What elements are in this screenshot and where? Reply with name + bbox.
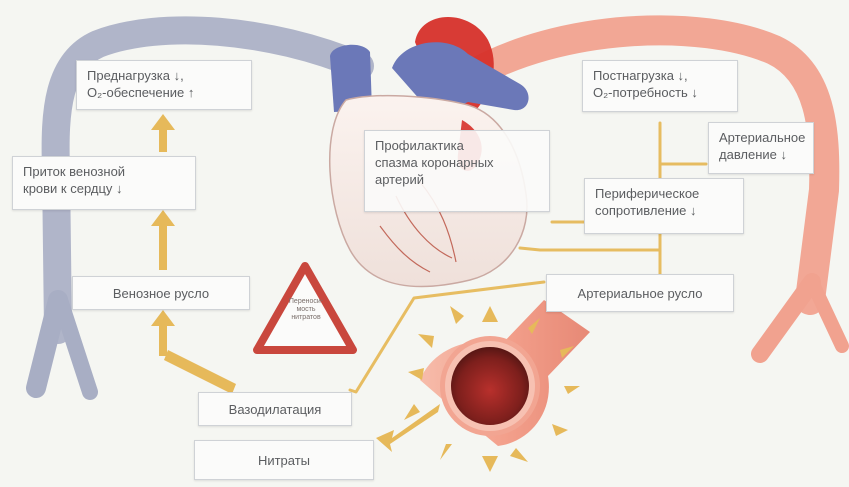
ray-left-lower xyxy=(404,404,420,420)
box-venous-return: Приток венозной крови к сердцу ↓ xyxy=(12,156,196,210)
arrow-to-vasodilation xyxy=(376,404,440,452)
venous-loop-branch xyxy=(36,300,58,388)
arrow-shaft-left-2 xyxy=(159,226,167,270)
ray-right-lower xyxy=(552,424,568,436)
box-peripheral-resistance: Периферическое сопротивление ↓ xyxy=(584,178,744,234)
ray-down-right xyxy=(510,448,528,462)
warning-triangle-label: Переноси- мость нитратов xyxy=(280,298,332,322)
venous-loop-branch-2 xyxy=(60,300,90,392)
ray-down-left xyxy=(440,444,452,460)
arrow-vasodilation-to-left xyxy=(164,350,236,394)
ray-up-left xyxy=(450,306,464,324)
ray-down xyxy=(482,456,498,472)
arrow-head-left-2 xyxy=(151,210,175,226)
box-afterload: Постнагрузка ↓, O₂-потребность ↓ xyxy=(582,60,738,112)
arrow-head-left-1 xyxy=(151,114,175,130)
arterial-loop-branch-2 xyxy=(812,282,842,346)
box-vasodilation: Вазодилатация xyxy=(198,392,352,426)
box-spasm-prevention: Профилактика спазма коронарных артерий xyxy=(364,130,550,212)
arterial-loop-branch xyxy=(760,282,812,354)
box-venous-bed: Венозное русло xyxy=(72,276,250,310)
arrow-shaft-left-3 xyxy=(159,326,167,356)
ray-left-upper xyxy=(418,334,434,348)
box-preload: Преднагрузка ↓, O₂-обеспечение ↑ xyxy=(76,60,252,110)
ray-right xyxy=(564,386,580,394)
box-nitrates: Нитраты xyxy=(194,440,374,480)
arrow-shaft-left-1 xyxy=(159,130,167,152)
vessel-cross-section xyxy=(420,300,590,446)
ray-left xyxy=(408,368,424,380)
arrow-head-left-3 xyxy=(151,310,175,326)
box-arterial-bed: Артериальное русло xyxy=(546,274,734,312)
ray-up xyxy=(482,306,498,322)
box-arterial-pressure: Артериальное давление ↓ xyxy=(708,122,814,174)
